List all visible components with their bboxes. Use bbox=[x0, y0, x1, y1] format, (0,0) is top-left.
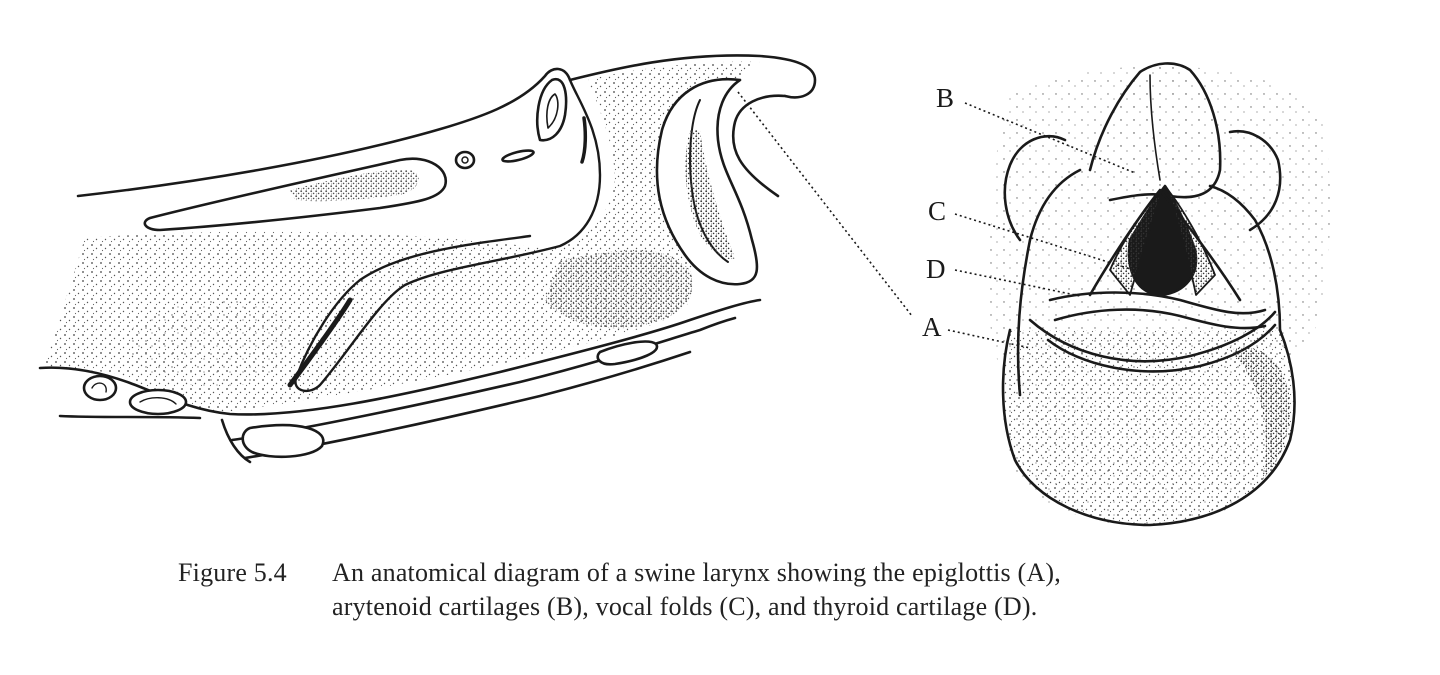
epiglottis-shadow bbox=[1230, 347, 1291, 480]
leader-A-left bbox=[737, 91, 913, 317]
upper-outline bbox=[76, 54, 817, 198]
small-bone-1-inner bbox=[91, 382, 107, 393]
label-B: B bbox=[936, 83, 954, 113]
larynx-figure: B C D A bbox=[38, 54, 1331, 527]
arytenoid-inner bbox=[546, 93, 559, 129]
thyroid-band bbox=[1048, 291, 1267, 330]
figure-number: Figure 5.4 bbox=[178, 558, 287, 587]
caption-line-1: An anatomical diagram of a swine larynx … bbox=[332, 558, 1061, 587]
bottom-baseline bbox=[58, 414, 202, 420]
glottis-rim bbox=[1088, 188, 1242, 302]
larynx-illustration: B C D A bbox=[38, 54, 1331, 527]
small-bone-1 bbox=[82, 374, 118, 402]
left-wall bbox=[1016, 168, 1082, 397]
ventral-curve bbox=[220, 418, 252, 464]
small-bone-2 bbox=[128, 388, 188, 416]
tracheal-ring bbox=[596, 340, 659, 366]
epiglottis-rim bbox=[1028, 310, 1277, 373]
dense-shading-pharynx bbox=[545, 250, 693, 329]
hyoid-small-oval bbox=[454, 150, 476, 170]
arytenoid-ridge bbox=[1149, 74, 1161, 181]
epiglottis-sagittal bbox=[655, 77, 787, 286]
soft-palate-stipple bbox=[290, 169, 419, 202]
narrow-slit bbox=[501, 149, 535, 163]
label-C: C bbox=[928, 196, 946, 226]
arytenoid-loop bbox=[536, 77, 568, 142]
vocal-fold-sagittal bbox=[580, 116, 588, 164]
dorsal-view bbox=[988, 62, 1331, 527]
right-shoulder bbox=[1228, 129, 1282, 232]
leader-D bbox=[954, 269, 1081, 297]
caption-line-2: arytenoid cartilages (B), vocal folds (C… bbox=[332, 592, 1038, 621]
sagittal-section bbox=[38, 54, 817, 464]
epiglottis-stipple bbox=[685, 130, 735, 260]
epiglottis-dorsal bbox=[1001, 328, 1296, 527]
leader-A-right bbox=[947, 329, 1031, 349]
cricoid-ring bbox=[241, 423, 325, 459]
label-D: D bbox=[926, 254, 946, 284]
laryngeal-cavity bbox=[294, 78, 602, 393]
leader-lines bbox=[737, 91, 1141, 349]
leader-B bbox=[964, 102, 1136, 174]
dense-shading-left bbox=[130, 296, 292, 388]
small-bone-2-inner bbox=[139, 397, 177, 405]
ventricle-slit bbox=[287, 297, 353, 388]
label-A: A bbox=[922, 312, 942, 342]
leader-C bbox=[954, 213, 1141, 273]
small-oval-inner bbox=[461, 156, 469, 164]
lower-outline bbox=[38, 298, 762, 416]
figure-caption: Figure 5.4 An anatomical diagram of a sw… bbox=[178, 556, 1298, 624]
